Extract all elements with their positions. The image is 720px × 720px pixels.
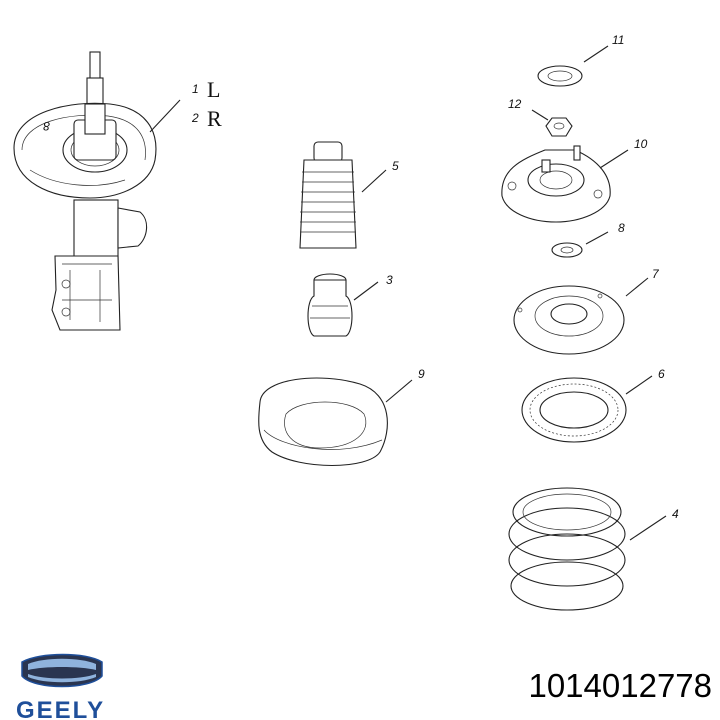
geely-logo: GEELY	[16, 653, 105, 720]
brand-wordmark: GEELY	[16, 697, 105, 720]
callout-9: 9	[418, 367, 425, 381]
side-letter-right: R	[207, 106, 222, 131]
callout-4: 4	[672, 507, 679, 521]
washer-middle	[551, 231, 609, 258]
callout-5: 5	[392, 159, 399, 173]
callout-6: 6	[658, 367, 665, 381]
top-mount	[501, 145, 629, 223]
callout-10: 10	[634, 137, 648, 151]
callout-labels: 11 12 10 5 8 3 7 9 6 4	[386, 33, 679, 521]
dust-boot	[299, 141, 387, 249]
callout-3: 3	[386, 273, 393, 287]
strut-bearing	[521, 375, 653, 443]
callout-7: 7	[652, 267, 660, 281]
callout-12: 12	[508, 97, 522, 111]
part-number: 1014012778	[528, 667, 712, 704]
strut-mark-label: 8	[43, 119, 50, 133]
side-labels: 1 L 2 R	[191, 77, 222, 131]
spring-pad	[258, 377, 413, 467]
spring-seat	[513, 277, 649, 355]
callout-8: 8	[618, 221, 625, 235]
side-letter-left: L	[207, 77, 220, 102]
side-num-left: 1	[192, 82, 199, 96]
strut-assembly: 8	[13, 51, 181, 331]
callout-11: 11	[612, 33, 624, 47]
nut	[531, 109, 573, 137]
washer-top	[537, 45, 609, 87]
bump-stop	[307, 273, 379, 337]
side-num-right: 2	[191, 111, 199, 125]
coil-spring	[508, 487, 667, 611]
